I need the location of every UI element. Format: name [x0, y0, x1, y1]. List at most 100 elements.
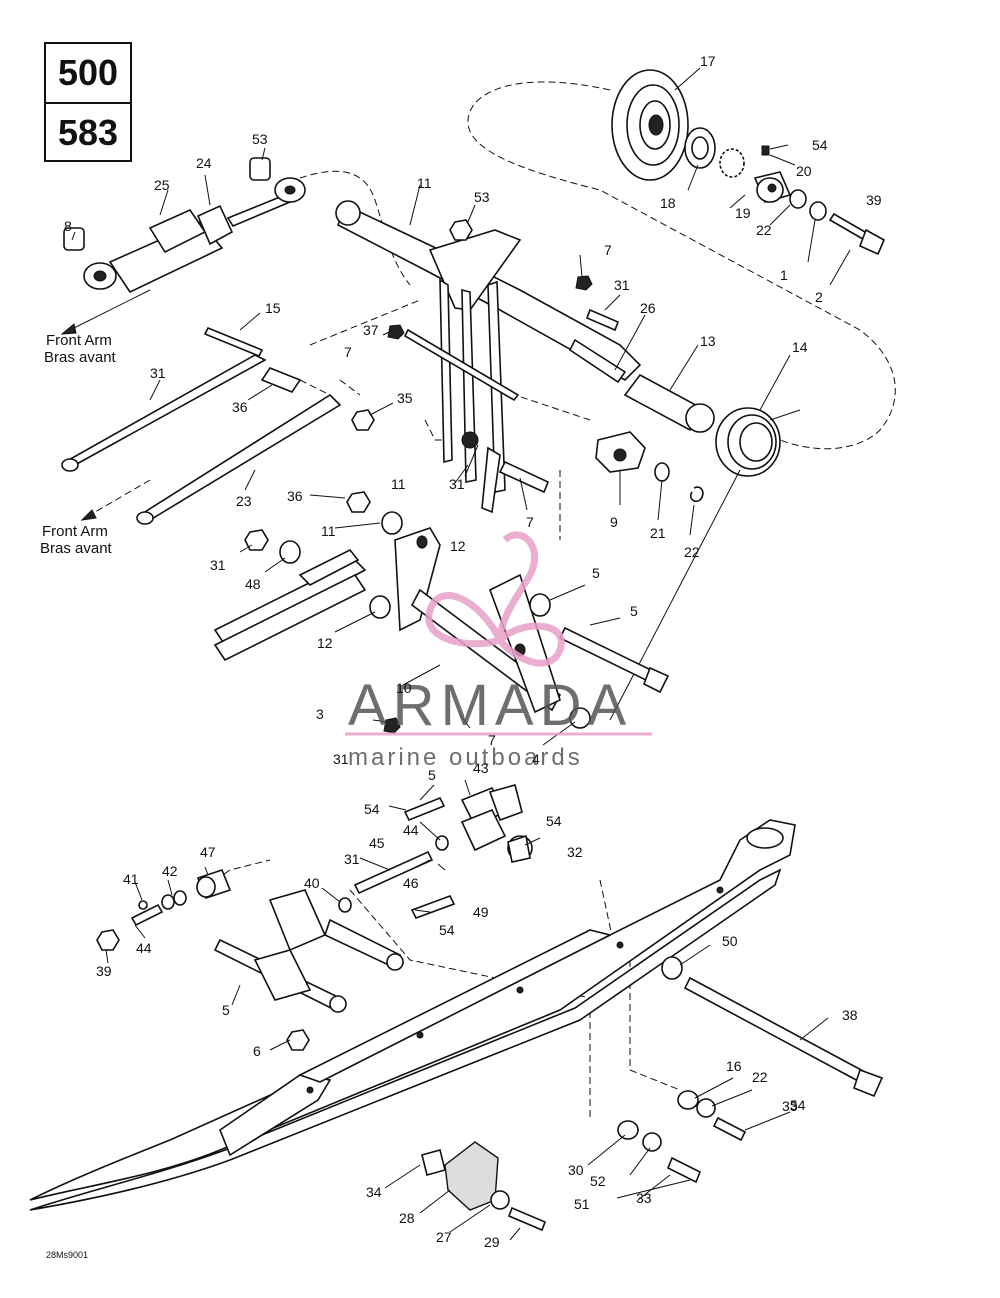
callout-number: 14: [792, 339, 808, 355]
bolt-37: [203, 326, 264, 358]
arrow-head-upper: [60, 323, 77, 335]
washer-33-right: [696, 1098, 716, 1118]
track-outline-dashed: [467, 81, 896, 450]
leader-lines: [71, 67, 851, 1241]
washer-5-upper: [279, 540, 301, 564]
callout-number: 33: [636, 1190, 652, 1206]
callout-number: 31: [614, 277, 630, 293]
callout-number: 52: [590, 1173, 606, 1189]
front-arm-note-2-line1: Front Arm: [42, 523, 108, 540]
spacer-28: [421, 1149, 446, 1176]
callout-number: 9: [610, 514, 618, 530]
callout-number: 27: [436, 1229, 452, 1245]
callout-number: 54: [790, 1097, 806, 1113]
callout-number: 22: [752, 1069, 768, 1085]
callout-number: 47: [200, 844, 216, 860]
callout-number: 24: [196, 155, 212, 171]
drawing-code: 28Ms9001: [46, 1250, 88, 1260]
washer-5-lower: [369, 595, 391, 619]
washer-40-b: [173, 890, 187, 906]
hex-nut-11-low: [346, 491, 371, 513]
nut-7-left: [387, 324, 405, 340]
callout-number: 48: [245, 576, 261, 592]
washer-22-mid: [654, 462, 670, 482]
callout-number: 18: [660, 195, 676, 211]
callout-number: 43: [473, 760, 489, 776]
callout-number: 31: [344, 851, 360, 867]
circlip: [719, 148, 745, 178]
callout-number: 15: [265, 300, 281, 316]
washer-29: [490, 1190, 510, 1210]
callout-number: 11: [391, 476, 406, 492]
callout-number: 31: [210, 557, 226, 573]
shock-hose-line: [299, 170, 411, 286]
callout-number: 25: [154, 177, 170, 193]
front-arm-arrow-upper: [69, 289, 151, 331]
callout-number: 39: [866, 192, 882, 208]
model-number-583: 583: [46, 102, 130, 162]
shock-absorber: [83, 177, 306, 294]
callout-number: 3: [316, 706, 324, 722]
hex-nut-11-top: [449, 219, 473, 241]
callout-number: 30: [568, 1162, 584, 1178]
callout-number: 37: [363, 322, 379, 338]
stopper-27: [444, 1141, 499, 1211]
washer-33-left: [642, 1132, 662, 1152]
front-arm-arrow-lower: [89, 479, 151, 516]
callout-number: 46: [403, 875, 419, 891]
cotter-pin-47: [437, 863, 446, 871]
callout-number: 31: [449, 476, 465, 492]
bushing-41: [196, 869, 232, 899]
torsion-spring-15: [609, 407, 801, 721]
callout-number: 41: [123, 871, 139, 887]
callout-number: 36: [232, 399, 248, 415]
callout-number: 54: [364, 801, 380, 817]
callout-number: 50: [722, 933, 738, 949]
slide-rail: [29, 819, 796, 1211]
callout-number: 12: [317, 635, 333, 651]
callout-number: 54: [546, 813, 562, 829]
callout-number: 54: [812, 137, 828, 153]
callout-number: 51: [574, 1196, 590, 1212]
nut-48: [244, 529, 269, 551]
washer-5-mid: [569, 707, 591, 729]
tube-14: [623, 373, 715, 433]
callout-number: 35: [397, 390, 413, 406]
callout-number: 42: [162, 863, 178, 879]
bolt-44-lower: [410, 895, 456, 919]
set-screw: [761, 145, 770, 156]
callout-number: 16: [726, 1058, 742, 1074]
front-arm-note-1-line1: Front Arm: [46, 332, 112, 349]
washer-12-right: [529, 593, 551, 617]
bushing-53-top: [249, 157, 271, 181]
callout-number: 10: [396, 680, 412, 696]
callout-number: 17: [700, 53, 716, 69]
callout-number: 33: [782, 1098, 798, 1114]
spring-adjuster-cam: [595, 431, 646, 473]
long-bolt-6: [683, 976, 884, 1098]
callout-number: 7: [488, 732, 496, 748]
callout-number: 11: [417, 175, 432, 191]
callout-number: 31: [333, 751, 349, 767]
callout-number: 34: [366, 1184, 382, 1200]
washer-49: [338, 897, 352, 913]
rod-36-lower: [136, 393, 342, 525]
bolt-34: [712, 1116, 747, 1142]
callout-number: 11: [321, 523, 336, 539]
bolt-39: [130, 903, 164, 927]
callout-number: 49: [473, 904, 489, 920]
idler-wheel: [611, 69, 689, 181]
washer-12-left: [381, 511, 403, 535]
bolt-26: [585, 308, 620, 332]
watermark-propeller-logo: [425, 531, 565, 667]
callout-number: 36: [287, 488, 303, 504]
callout-number: 7: [604, 242, 612, 258]
washer-52: [617, 1120, 639, 1140]
bolt-51: [666, 1156, 702, 1184]
callout-number: 40: [304, 875, 320, 891]
rail-left-slider: [213, 548, 367, 662]
callout-number: 4: [532, 751, 540, 767]
callout-number: 29: [484, 1234, 500, 1250]
